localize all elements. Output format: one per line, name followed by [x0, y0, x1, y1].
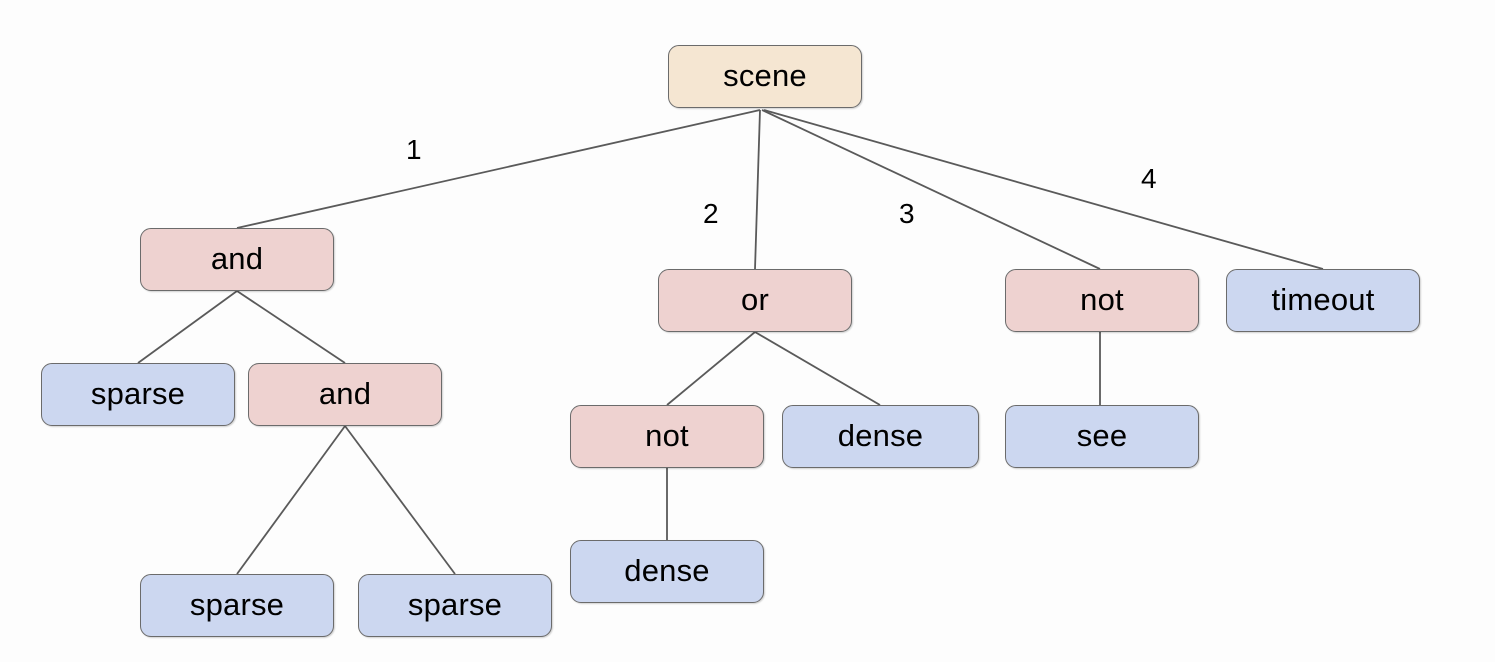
- node-label: and: [210, 241, 264, 276]
- node-label: or: [741, 282, 769, 317]
- node-timeout1[interactable]: timeout: [1226, 269, 1420, 332]
- edge-label-1: 1: [406, 134, 422, 165]
- node-scene[interactable]: scene: [668, 45, 862, 108]
- edge-scene-to-and1: [236, 109, 761, 229]
- node-dense2[interactable]: dense: [570, 540, 764, 603]
- edge-label-4: 4: [1141, 163, 1157, 194]
- edge-and1-to-sparse1: [137, 290, 238, 364]
- node-not2[interactable]: not: [1005, 269, 1199, 332]
- node-label: timeout: [1271, 282, 1375, 317]
- edge-scene-to-or1: [754, 109, 761, 270]
- edge-scene-to-not2: [761, 109, 1101, 270]
- edge-and2-to-sparse2: [236, 425, 346, 575]
- edge-scene-to-timeout1: [763, 109, 1324, 270]
- node-dense1[interactable]: dense: [782, 405, 979, 468]
- node-label: see: [1076, 418, 1128, 453]
- node-sparse2[interactable]: sparse: [140, 574, 334, 637]
- node-label: not: [1080, 282, 1124, 317]
- node-sparse3[interactable]: sparse: [358, 574, 552, 637]
- node-label: sparse: [407, 587, 503, 622]
- node-label: dense: [624, 553, 710, 588]
- node-not1[interactable]: not: [570, 405, 764, 468]
- node-label: scene: [723, 58, 807, 93]
- edge-or1-to-not1: [666, 331, 756, 406]
- edge-and2-to-sparse3: [344, 425, 456, 575]
- node-and2[interactable]: and: [248, 363, 442, 426]
- node-or1[interactable]: or: [658, 269, 852, 332]
- edge-label-3: 3: [899, 198, 915, 229]
- node-label: not: [645, 418, 689, 453]
- node-and1[interactable]: and: [140, 228, 334, 291]
- node-label: and: [318, 376, 372, 411]
- node-label: sparse: [90, 376, 186, 411]
- edge-and1-to-and2: [236, 290, 346, 364]
- node-sparse1[interactable]: sparse: [41, 363, 235, 426]
- node-see1[interactable]: see: [1005, 405, 1199, 468]
- edge-or1-to-dense1: [754, 331, 881, 406]
- node-label: sparse: [189, 587, 285, 622]
- node-label: dense: [837, 418, 924, 453]
- edge-label-2: 2: [703, 198, 719, 229]
